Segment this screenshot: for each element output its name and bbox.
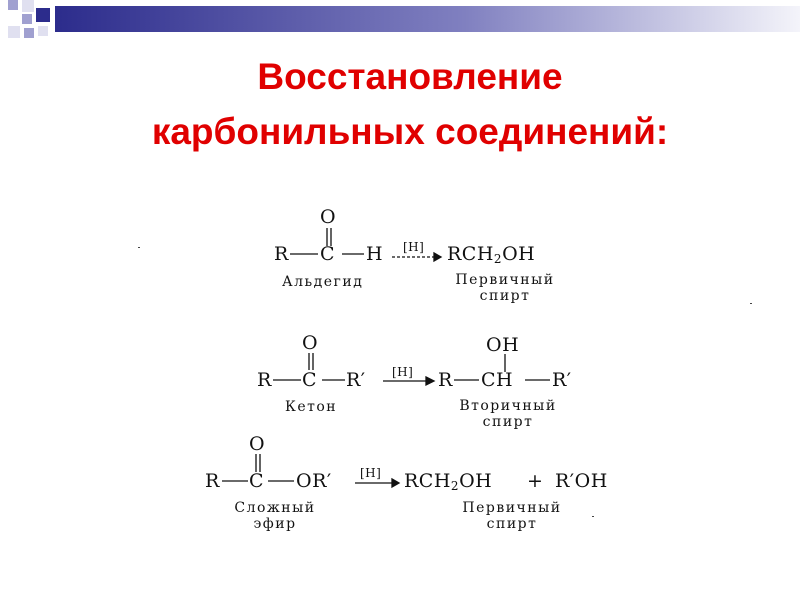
- ketone-r-group: R: [257, 369, 272, 391]
- reaction-3-product-name-line2: спирт: [486, 516, 538, 532]
- secondary-alcohol-r-prime: R′: [552, 369, 572, 391]
- reaction-1-product-formula: RCH2OH: [447, 243, 536, 266]
- speckle: [138, 247, 140, 248]
- ketone-label: Кетон: [285, 399, 338, 415]
- title-line-2: карбонильных соединений:: [151, 111, 669, 152]
- reaction-1-product-name-line1: Первичный: [455, 272, 555, 288]
- reaction-1-condition: [H]: [403, 240, 425, 254]
- secondary-alcohol-oh: OH: [486, 334, 520, 356]
- aldehyde-carbon: C: [320, 243, 336, 265]
- reaction-3-condition: [H]: [360, 466, 382, 480]
- ketone-carbon: C: [302, 369, 318, 391]
- aldehyde-oxygen: O: [320, 206, 337, 228]
- secondary-alcohol-r-group: R: [438, 369, 453, 391]
- reaction-2-product-name-line1: Вторичный: [459, 398, 557, 414]
- reaction-3-product-formula: RCH2OH: [404, 470, 493, 493]
- reaction-3-product-name-line1: Первичный: [462, 500, 562, 516]
- ester-label-line2: эфир: [253, 516, 297, 532]
- reaction-2-product-name-line2: спирт: [482, 414, 534, 430]
- header-decoration: [8, 0, 800, 38]
- aldehyde-hydrogen: H: [366, 243, 384, 265]
- ester-or-prime: OR′: [296, 470, 332, 492]
- reaction-3-plus: +: [527, 470, 544, 492]
- reaction-2-condition: [H]: [392, 365, 414, 379]
- reaction-3-second-product: R′OH: [555, 470, 608, 492]
- ketone-oxygen: O: [302, 332, 319, 354]
- title-line-1: Восстановление: [257, 56, 563, 97]
- ester-oxygen: O: [249, 433, 266, 455]
- aldehyde-r-group: R: [274, 243, 289, 265]
- aldehyde-label: Альдегид: [282, 274, 364, 290]
- ester-label-line1: Сложный: [234, 500, 316, 516]
- ester-r-group: R: [205, 470, 220, 492]
- ketone-r-prime: R′: [346, 369, 366, 391]
- secondary-alcohol-ch: CH: [481, 369, 514, 391]
- reaction-1-product-name-line2: спирт: [479, 288, 531, 304]
- speckle: [750, 303, 752, 304]
- ester-carbon: C: [249, 470, 265, 492]
- speckle: [592, 516, 594, 517]
